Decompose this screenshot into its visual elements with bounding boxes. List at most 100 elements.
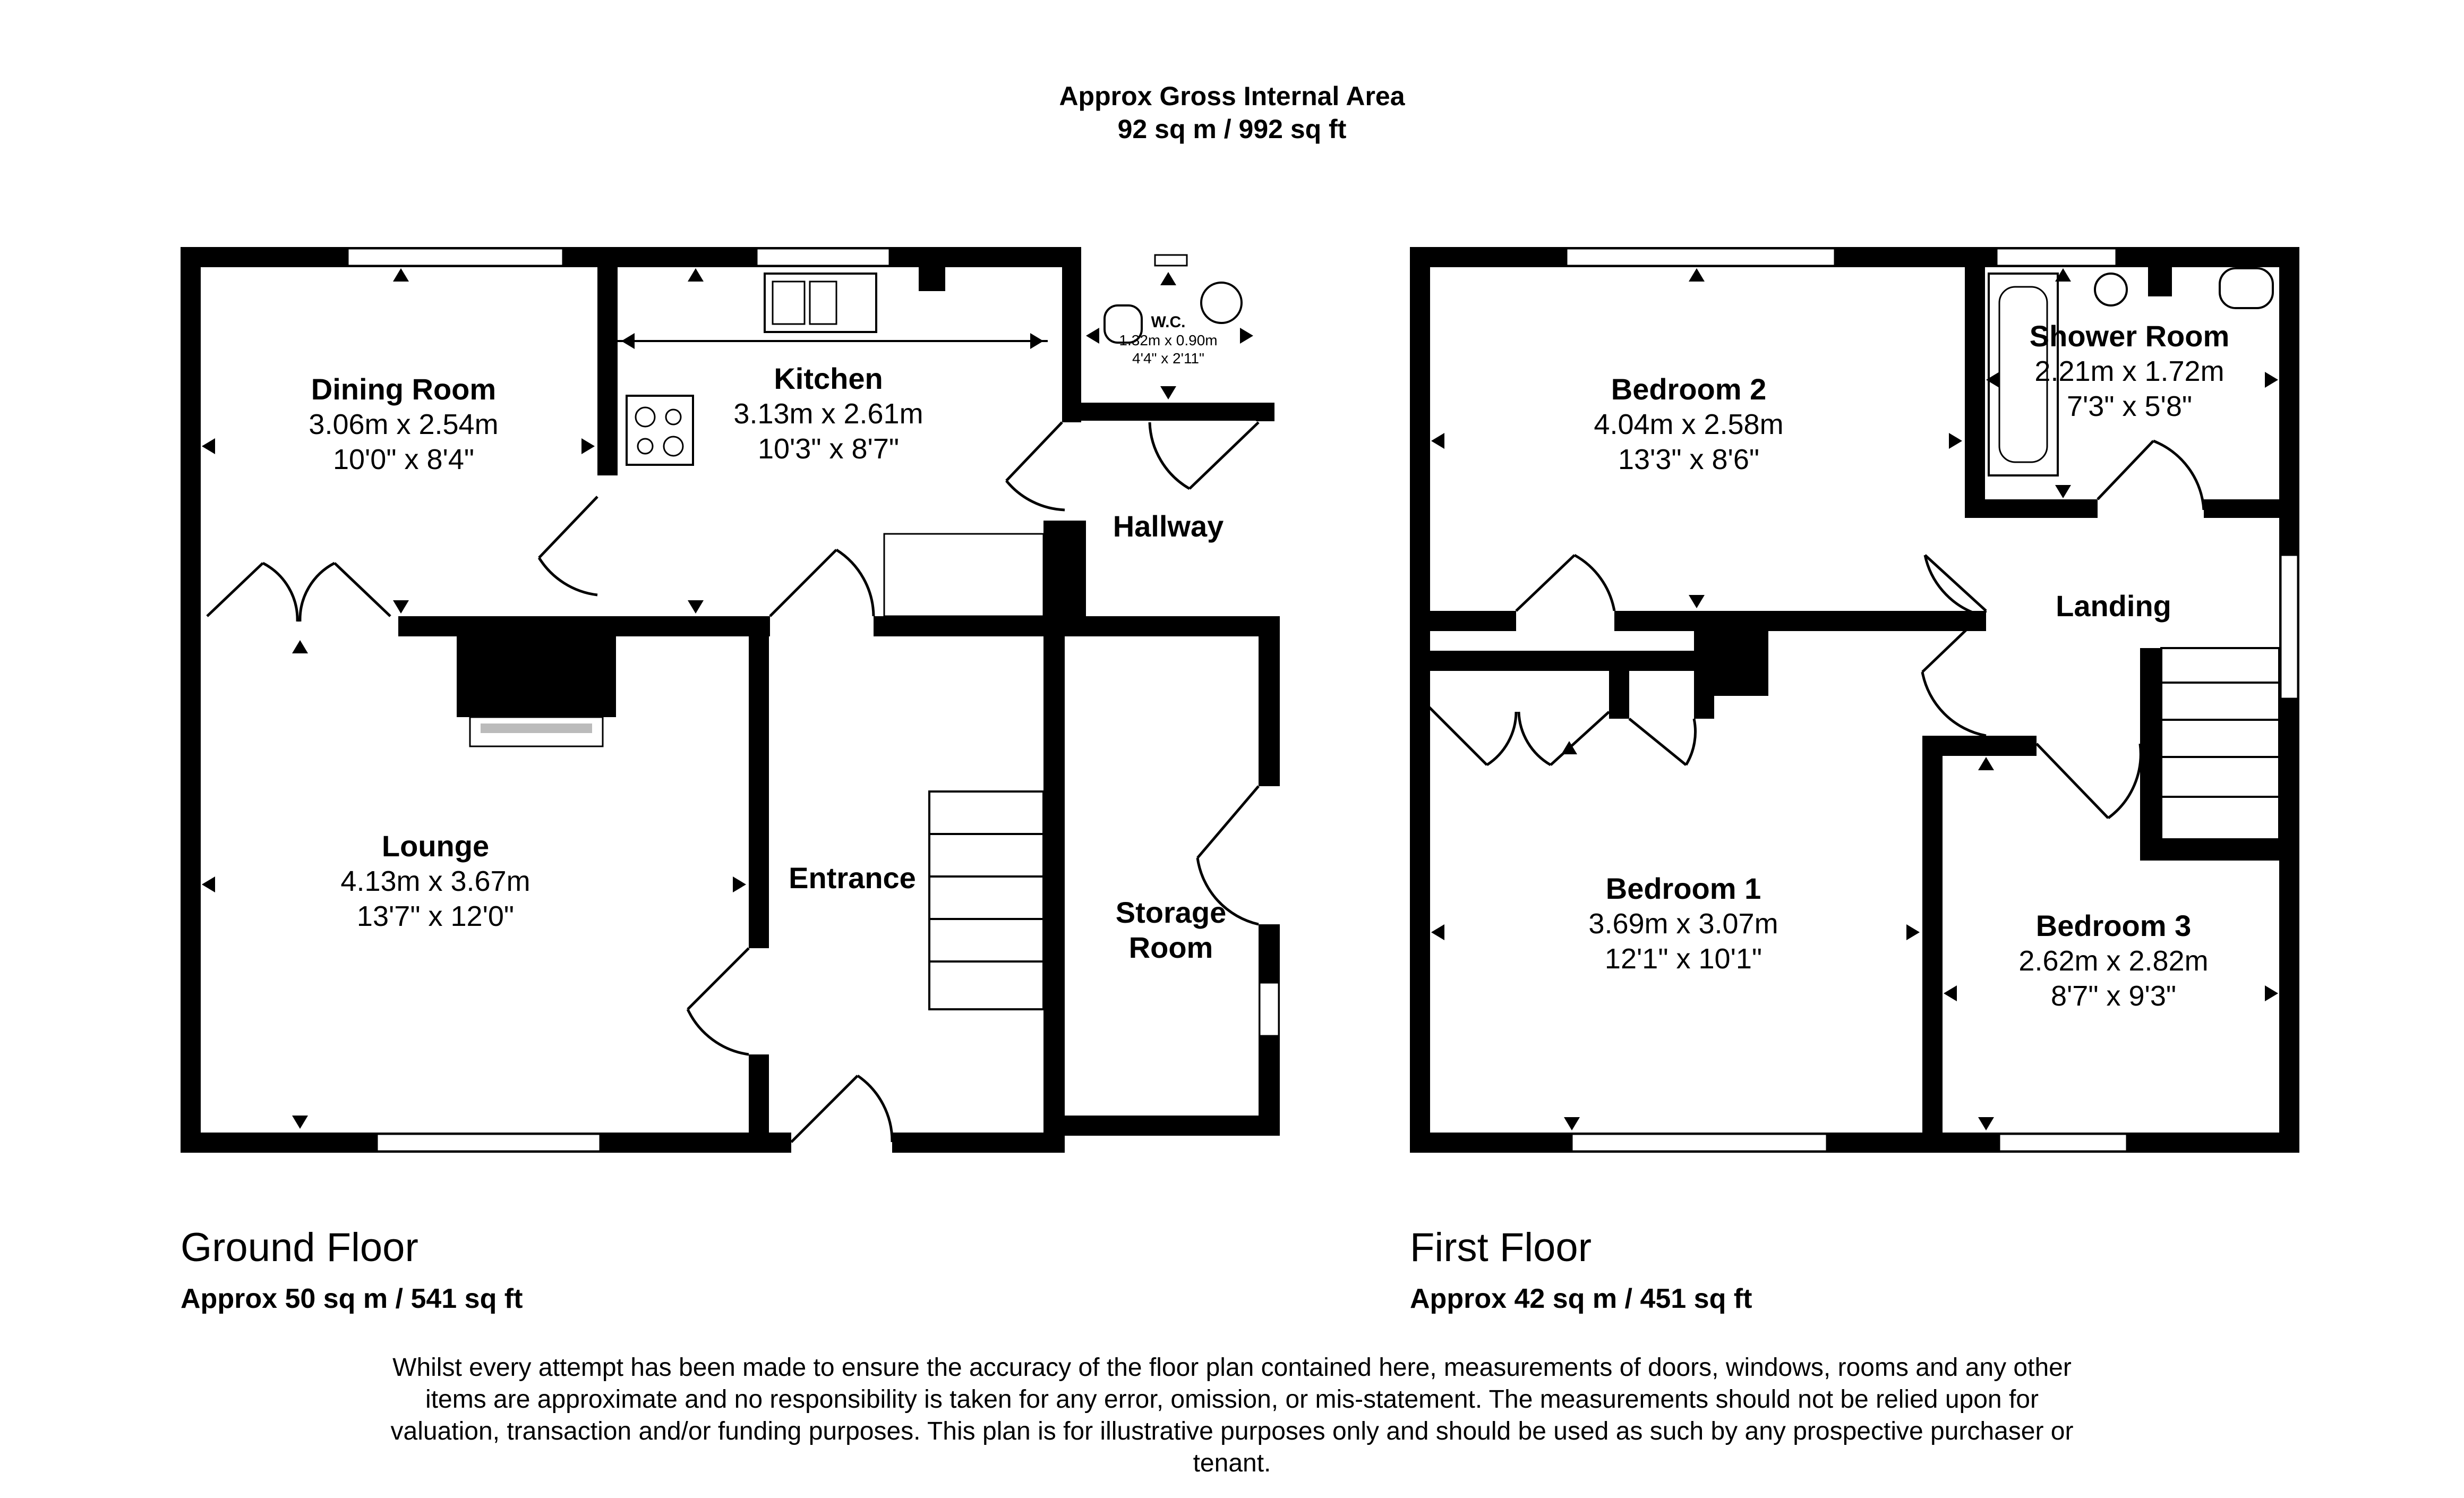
wall bbox=[749, 1054, 769, 1153]
room-name: Dining Room bbox=[311, 372, 497, 406]
wall bbox=[1062, 1116, 1280, 1136]
room-entrance: Entrance bbox=[770, 861, 935, 896]
door-swings bbox=[1427, 439, 2205, 820]
wall bbox=[597, 247, 618, 475]
room-metric: 3.69m x 3.07m bbox=[1588, 908, 1778, 940]
wall bbox=[1965, 499, 2098, 518]
door-swings bbox=[206, 421, 1260, 1143]
sink-icon bbox=[764, 273, 877, 333]
kitchen-fixture bbox=[919, 267, 945, 291]
ground-floor-plan bbox=[181, 247, 1280, 1153]
hob-ring bbox=[665, 408, 682, 425]
wall bbox=[1410, 247, 1430, 1153]
room-imperial: 12'1" x 10'1" bbox=[1604, 943, 1763, 975]
dimension-markers bbox=[202, 268, 1253, 1129]
wall bbox=[1922, 736, 1943, 1153]
wall bbox=[2279, 247, 2299, 1153]
room-metric: 1.32m x 0.90m bbox=[1119, 332, 1218, 348]
hob-ring bbox=[663, 436, 684, 457]
hob-icon bbox=[626, 395, 694, 466]
first-floor-plan bbox=[1410, 247, 2299, 1153]
wall bbox=[611, 616, 770, 636]
room-name-line2: Room bbox=[1128, 931, 1213, 964]
first-floor-area: Approx 42 sq m / 451 sq ft bbox=[1410, 1283, 1752, 1314]
window bbox=[1998, 1133, 2128, 1152]
chimney-breast bbox=[457, 616, 616, 717]
room-landing: Landing bbox=[2029, 589, 2198, 624]
wall bbox=[1062, 247, 1081, 422]
sink-bowl bbox=[809, 280, 837, 325]
room-metric: 3.13m x 2.61m bbox=[733, 398, 923, 430]
wall bbox=[1410, 247, 2299, 267]
kitchen-recess bbox=[883, 533, 1045, 617]
wall bbox=[1410, 1133, 2299, 1153]
dimension-markers bbox=[1431, 268, 2278, 1130]
wall bbox=[1428, 651, 1702, 671]
room-name: Lounge bbox=[381, 829, 490, 863]
wall bbox=[1609, 671, 1629, 719]
room-name: Bedroom 2 bbox=[1611, 372, 1767, 406]
room-name: Entrance bbox=[789, 861, 916, 895]
wall bbox=[749, 616, 769, 948]
room-metric: 3.06m x 2.54m bbox=[309, 408, 499, 440]
room-metric: 2.21m x 1.72m bbox=[2034, 355, 2225, 387]
room-storage-room: Storage Room bbox=[1086, 895, 1256, 965]
room-metric: 4.04m x 2.58m bbox=[1594, 408, 1784, 440]
room-wc: W.C. 1.32m x 0.90m 4'4" x 2'11" bbox=[1105, 313, 1232, 368]
sink-bowl bbox=[772, 280, 806, 325]
wc-toilet-icon bbox=[1103, 304, 1143, 344]
header-area: 92 sq m / 992 sq ft bbox=[1117, 114, 1347, 144]
header-title: Approx Gross Internal Area bbox=[1059, 81, 1405, 111]
wall-fixture bbox=[2148, 267, 2172, 296]
room-name: Hallway bbox=[1113, 509, 1224, 543]
gross-area-header: Approx Gross Internal Area 92 sq m / 992… bbox=[0, 80, 2464, 146]
room-imperial: 8'7" x 9'3" bbox=[2050, 980, 2177, 1012]
staircase bbox=[928, 790, 1045, 1010]
window bbox=[1571, 1133, 1828, 1152]
room-lounge: Lounge 4.13m x 3.67m 13'7" x 12'0" bbox=[287, 829, 584, 934]
wall bbox=[1259, 616, 1280, 786]
wall bbox=[892, 1133, 1062, 1153]
room-name: Bedroom 3 bbox=[2035, 909, 2192, 942]
window bbox=[756, 248, 891, 267]
wall bbox=[2140, 839, 2299, 861]
worktop-line bbox=[618, 340, 1048, 342]
room-imperial: 4'4" x 2'11" bbox=[1132, 350, 1204, 367]
wc-basin-icon bbox=[1200, 282, 1243, 324]
window bbox=[1996, 248, 2117, 267]
window bbox=[1259, 982, 1280, 1037]
room-imperial: 7'3" x 5'8" bbox=[2066, 390, 2193, 422]
hob-ring bbox=[637, 438, 654, 455]
room-dining-room: Dining Room 3.06m x 2.54m 10'0" x 8'4" bbox=[266, 372, 542, 477]
room-imperial: 10'3" x 8'7" bbox=[757, 433, 900, 465]
staircase bbox=[2160, 647, 2280, 840]
window bbox=[1565, 248, 1836, 267]
fireplace-grate bbox=[481, 724, 592, 733]
window bbox=[2280, 554, 2299, 700]
wall bbox=[181, 247, 201, 1153]
room-bedroom-1: Bedroom 1 3.69m x 3.07m 12'1" x 10'1" bbox=[1529, 871, 1837, 976]
wall bbox=[1256, 403, 1274, 421]
room-name: W.C. bbox=[1151, 313, 1186, 331]
disclaimer-text: Whilst every attempt has been made to en… bbox=[390, 1354, 2074, 1477]
room-bedroom-2: Bedroom 2 4.04m x 2.58m 13'3" x 8'6" bbox=[1540, 372, 1837, 477]
room-imperial: 13'7" x 12'0" bbox=[356, 900, 515, 932]
window bbox=[376, 1133, 601, 1152]
first-floor-title: First Floor bbox=[1410, 1225, 1592, 1270]
wall bbox=[181, 247, 1078, 267]
room-name: Bedroom 1 bbox=[1605, 872, 1761, 905]
wall bbox=[1043, 521, 1065, 1153]
bath-icon bbox=[1988, 273, 2059, 476]
wall bbox=[1965, 247, 1985, 518]
room-metric: 4.13m x 3.67m bbox=[340, 865, 531, 897]
room-imperial: 10'0" x 8'4" bbox=[332, 444, 475, 475]
room-bedroom-3: Bedroom 3 2.62m x 2.82m 8'7" x 9'3" bbox=[1965, 908, 2262, 1014]
window bbox=[347, 248, 564, 267]
room-hallway: Hallway bbox=[1094, 509, 1243, 544]
wall bbox=[1062, 616, 1280, 636]
room-metric: 2.62m x 2.82m bbox=[2018, 945, 2209, 977]
wall bbox=[1614, 611, 1986, 631]
room-shower-room: Shower Room 2.21m x 1.72m 7'3" x 5'8" bbox=[1997, 319, 2262, 424]
basin-icon bbox=[2094, 273, 2128, 307]
